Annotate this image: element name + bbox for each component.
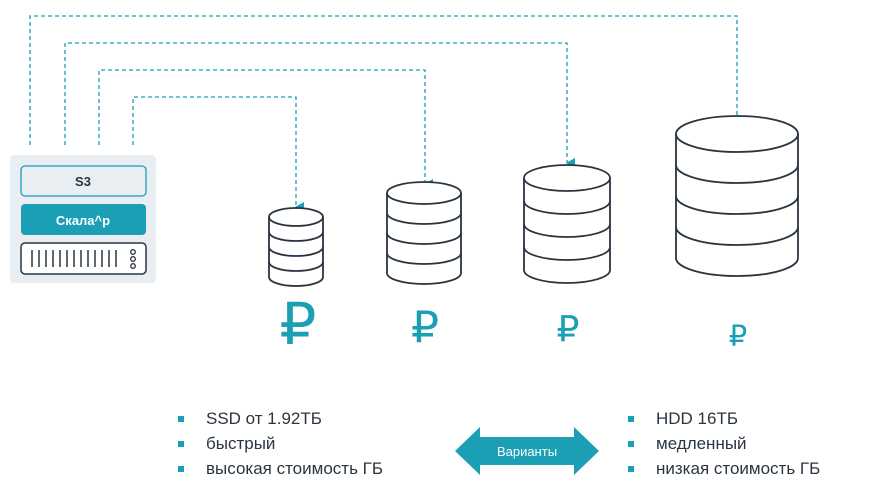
database-icon <box>386 181 462 285</box>
s3-box <box>20 165 147 197</box>
product-box <box>21 204 146 235</box>
database-icon <box>268 207 324 287</box>
connector-tier-2 <box>98 69 433 189</box>
connector-tier-1 <box>132 96 304 212</box>
double-arrow-icon: Варианты <box>455 427 599 475</box>
database-icon <box>523 164 611 284</box>
connector-tier-4 <box>29 15 745 145</box>
ruble-icon: ₽ <box>557 309 580 350</box>
left-feature-list: SSD от 1.92ТБ быстрый высокая стоимость … <box>178 406 383 481</box>
bullet-icon <box>628 416 634 422</box>
s3-label: S3 <box>75 174 91 189</box>
list-item: высокая стоимость ГБ <box>178 456 383 481</box>
ruble-icon: ₽ <box>411 302 439 353</box>
product-label: Скала^р <box>56 213 110 228</box>
server-icon <box>20 242 147 275</box>
bullet-icon <box>628 466 634 472</box>
bullet-icon <box>628 441 634 447</box>
connector-tier-3 <box>64 42 575 168</box>
right-feature-list: HDD 16ТБ медленный низкая стоимость ГБ <box>628 406 820 481</box>
list-item: SSD от 1.92ТБ <box>178 406 383 431</box>
price-symbols: ₽ ₽ ₽ ₽ <box>280 290 748 358</box>
connector-lines <box>29 15 745 212</box>
variants-label: Варианты <box>497 444 557 459</box>
list-item: быстрый <box>178 431 383 456</box>
list-item: медленный <box>628 431 820 456</box>
bullet-icon <box>178 466 184 472</box>
ruble-icon: ₽ <box>729 319 747 353</box>
list-item: низкая стоимость ГБ <box>628 456 820 481</box>
database-icon <box>675 115 799 277</box>
server-panel: S3 Скала^р <box>10 155 156 283</box>
bullet-icon <box>178 441 184 447</box>
database-stacks <box>268 115 799 287</box>
bullet-icon <box>178 416 184 422</box>
ruble-icon: ₽ <box>280 290 317 358</box>
list-item: HDD 16ТБ <box>628 406 820 431</box>
